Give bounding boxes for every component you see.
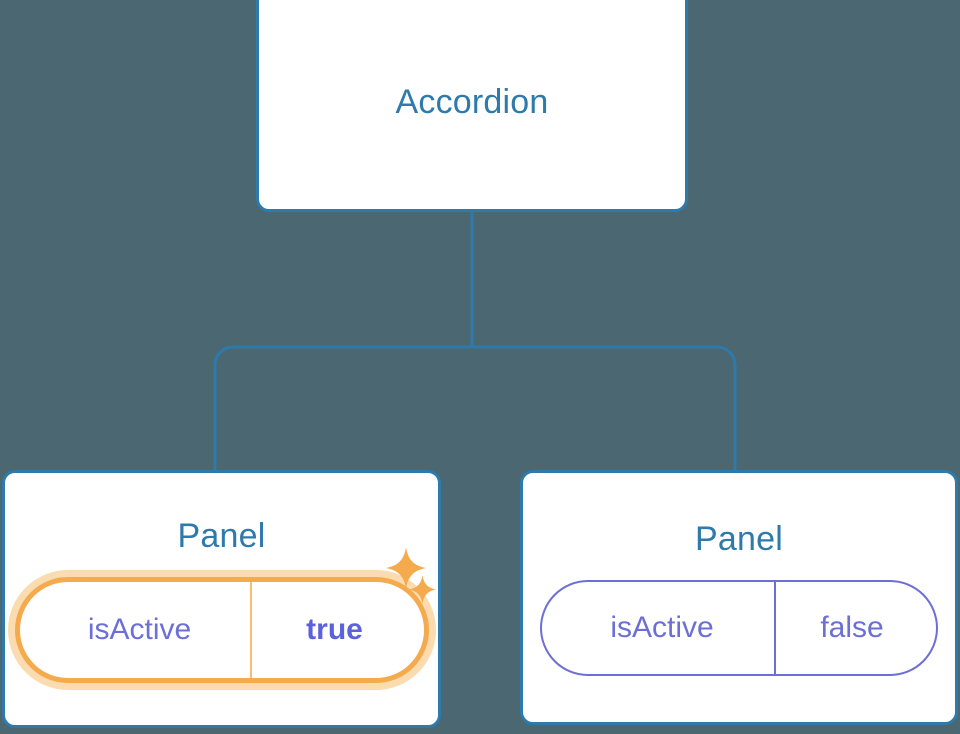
node-panel-inactive-title: Panel bbox=[695, 520, 783, 558]
prop-pill-isactive-false[interactable]: isActive false bbox=[540, 580, 938, 677]
node-accordion[interactable]: Accordion bbox=[256, 0, 688, 212]
prop-pill-isactive-true[interactable]: isActive true bbox=[14, 577, 429, 684]
prop-value: false bbox=[774, 582, 936, 675]
connector-branch-right bbox=[472, 345, 737, 472]
prop-pill-active-wrap: isActive true bbox=[14, 577, 429, 684]
prop-pill-inactive-wrap: isActive false bbox=[540, 580, 938, 677]
prop-value: true bbox=[249, 582, 424, 679]
node-panel-inactive[interactable]: Panel isActive false bbox=[520, 470, 958, 725]
node-accordion-title: Accordion bbox=[395, 83, 549, 122]
node-panel-active[interactable]: Panel isActive true bbox=[2, 470, 441, 728]
prop-key: isActive bbox=[610, 611, 714, 645]
prop-key: isActive bbox=[87, 613, 192, 647]
connector-branch-left bbox=[213, 345, 472, 472]
node-panel-active-title: Panel bbox=[177, 517, 266, 555]
